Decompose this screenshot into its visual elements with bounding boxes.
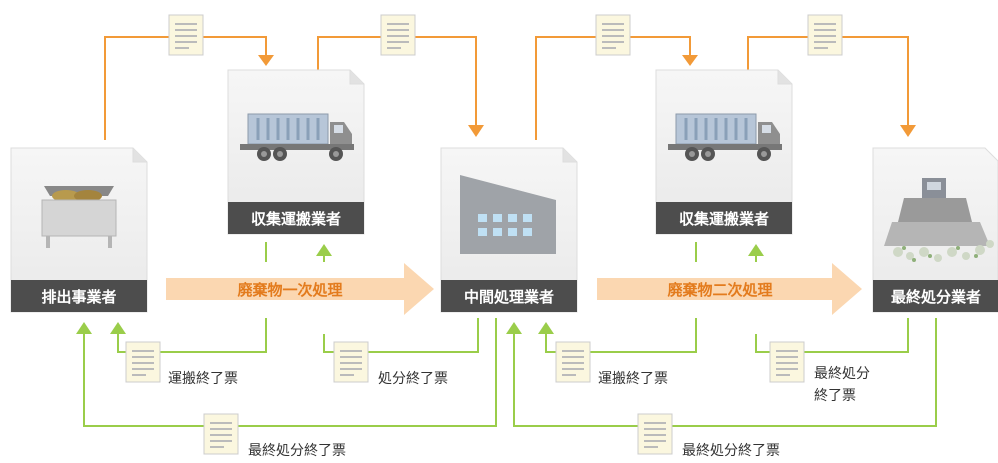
top-manifest-doc-icons xyxy=(168,14,843,56)
receipt-final-done-line2: 終了票 xyxy=(814,388,856,404)
receipt-final-return-2: 最終処分終了票 xyxy=(682,443,780,459)
receipt-disposal-done: 処分終了票 xyxy=(378,371,448,387)
final-disposer-label: 最終処分業者 xyxy=(891,288,981,306)
card-collector-2: 収集運搬業者 xyxy=(655,69,793,235)
receipt-doc-icons xyxy=(125,341,805,455)
primary-flow-arrow: 廃棄物一次処理 xyxy=(166,263,434,315)
collector-1-label: 収集運搬業者 xyxy=(251,210,341,228)
card-final-disposer: 最終処分業者 xyxy=(872,147,998,313)
card-collector-1: 収集運搬業者 xyxy=(227,69,365,235)
secondary-flow-arrow: 廃棄物二次処理 xyxy=(597,263,862,315)
emitter-label: 排出事業者 xyxy=(41,288,116,306)
receipt-transport-done-1: 運搬終了票 xyxy=(168,371,238,387)
green-arrowheads xyxy=(76,244,764,334)
intermediate-label: 中間処理業者 xyxy=(464,288,554,306)
factory-icon xyxy=(460,175,556,254)
card-emitter: 排出事業者 xyxy=(10,147,148,313)
receipt-final-return-1: 最終処分終了票 xyxy=(248,443,346,459)
collector-2-label: 収集運搬業者 xyxy=(679,210,769,228)
receipt-transport-done-2: 運搬終了票 xyxy=(598,371,668,387)
card-intermediate: 中間処理業者 xyxy=(440,147,578,313)
secondary-flow-label: 廃棄物二次処理 xyxy=(667,281,772,299)
dumpster-icon xyxy=(41,186,117,248)
green-return-lines xyxy=(83,242,937,427)
primary-flow-label: 廃棄物一次処理 xyxy=(237,281,342,299)
receipt-final-done-line1: 最終処分 xyxy=(814,366,870,382)
orange-arrowheads xyxy=(258,55,916,137)
bulldozer-landfill-icon xyxy=(884,178,994,262)
